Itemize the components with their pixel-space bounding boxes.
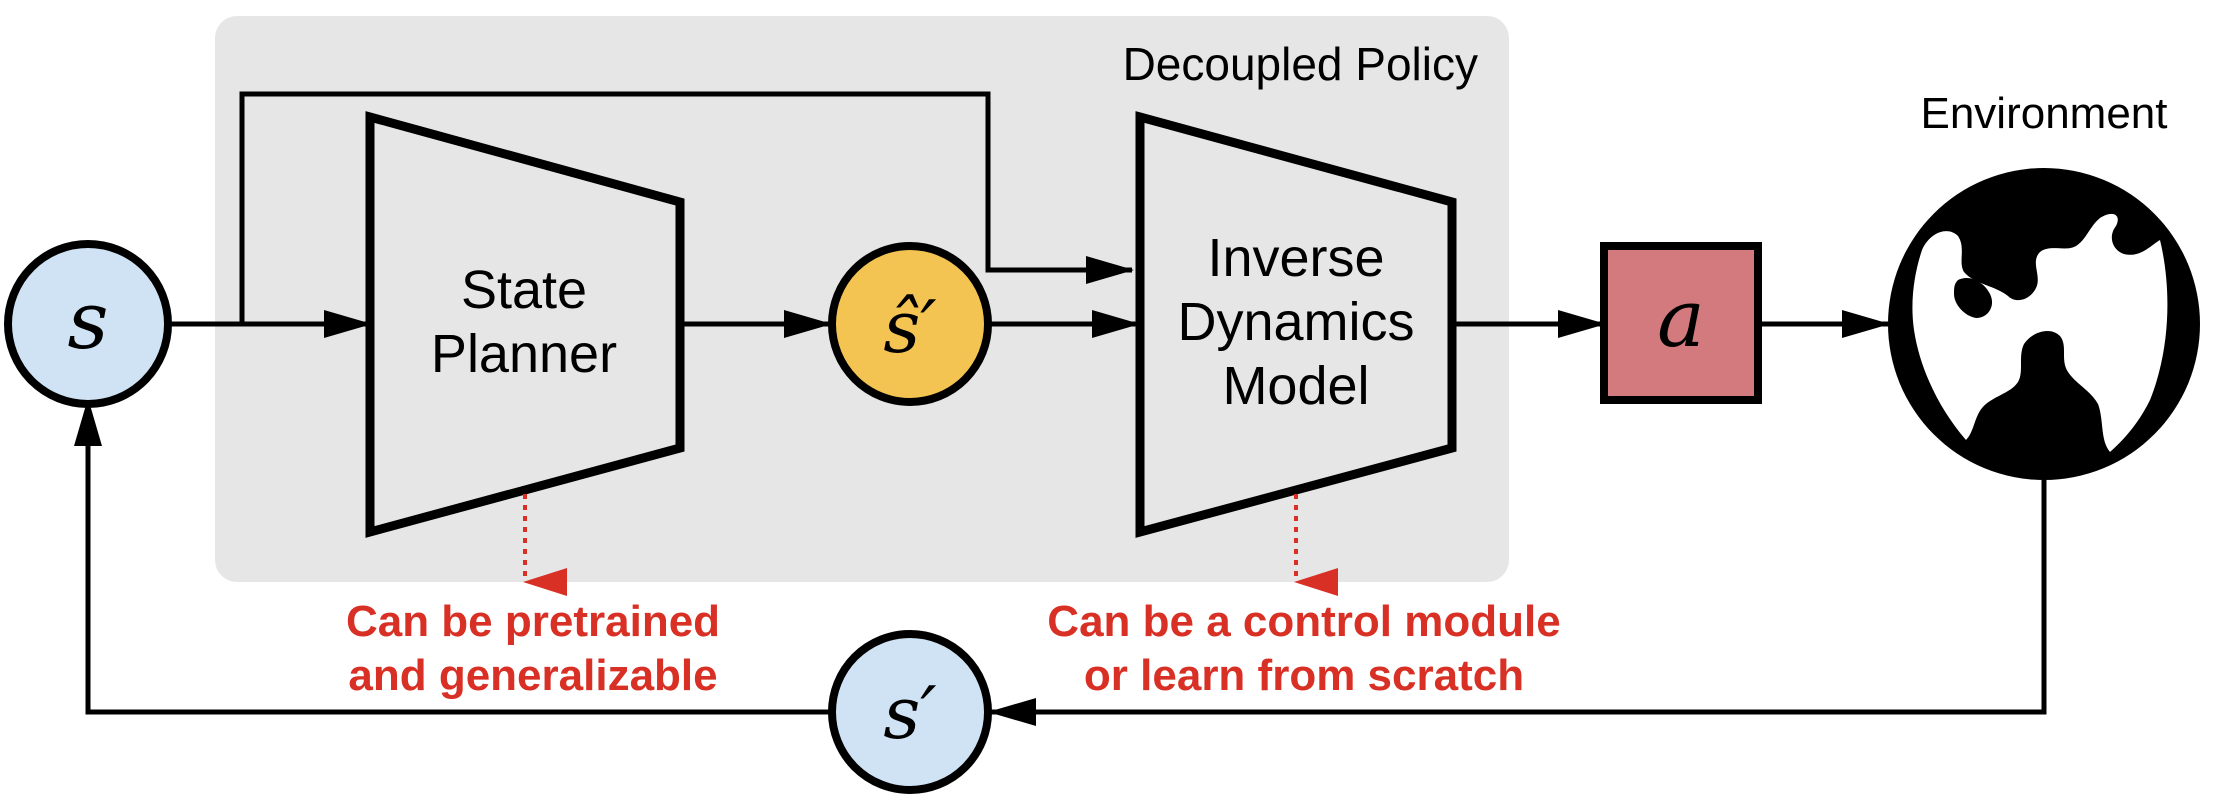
sprime-to-s-arrow: [74, 398, 834, 715]
globe-icon: [1888, 168, 2200, 480]
predicted-next-state-node: [828, 242, 992, 406]
inverse-dynamics-block: [1135, 111, 1457, 538]
inverse-dynamics-label-line2: Dynamics: [1177, 292, 1414, 352]
inverse-dynamics-label-line1: Inverse: [1207, 228, 1384, 288]
environment-label: Environment: [1920, 89, 2167, 138]
planner-note-line2: and generalizable: [348, 651, 717, 700]
idm-note-line1: Can be a control module: [1047, 597, 1560, 646]
state-s-symbol: s: [67, 274, 108, 367]
env-to-sprime-arrow: [988, 480, 2047, 726]
decoupled-policy-label: Decoupled Policy: [1123, 38, 1478, 90]
idm-note-line2: or learn from scratch: [1084, 651, 1524, 700]
inverse-dynamics-label-line3: Model: [1222, 356, 1369, 416]
state-planner-block: [365, 111, 685, 538]
state-planner-label-line2: Planner: [431, 324, 617, 384]
next-state-symbol: s′: [883, 671, 936, 755]
skip-connection-arrow: [239, 91, 1134, 324]
state-planner-label-line1: State: [461, 260, 587, 320]
action-node: [1600, 242, 1762, 404]
next-state-node: [828, 630, 992, 794]
predicted-next-state-symbol: ŝ′: [883, 285, 936, 369]
planner-note-line1: Can be pretrained: [346, 597, 720, 646]
action-symbol: a: [1657, 272, 1705, 365]
state-s-node: [4, 240, 172, 408]
